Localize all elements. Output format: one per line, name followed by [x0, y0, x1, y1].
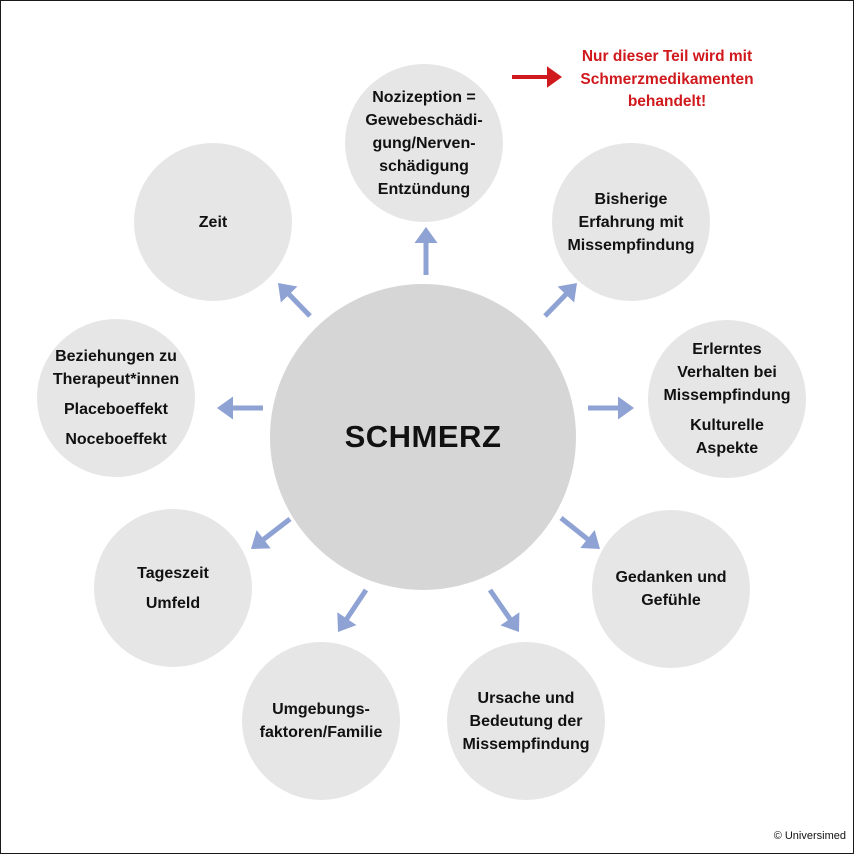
text-line: Placeboeffekt	[63, 401, 169, 418]
text-line: Beziehungen zu	[55, 348, 177, 365]
node-ursache: Ursache und Bedeutung der Missempfindung	[447, 642, 605, 800]
text-line: gung/Nerven-	[372, 134, 476, 152]
node-gedanken: Gedanken und Gefühle	[592, 510, 750, 668]
node-gedanken-text: Gedanken und Gefühle	[615, 566, 726, 612]
text-line: Umgebungs-	[272, 701, 370, 718]
node-nozizeption: Nozizeption = Gewebeschädi- gung/Nerven-…	[345, 64, 503, 222]
text-line: Tageszeit	[137, 564, 209, 582]
node-beziehungen-text: Beziehungen zu Therapeut*innen	[53, 345, 179, 391]
node-tageszeit: Tageszeit Umfeld	[94, 509, 252, 667]
text-line: Aspekte	[695, 440, 759, 457]
node-zeit-text: Zeit	[199, 211, 227, 234]
center-label: SCHMERZ	[344, 419, 502, 454]
text-line: Ursache und	[477, 689, 575, 707]
arrow-to-zeit	[278, 283, 312, 318]
arrow-to-verhalten	[588, 396, 634, 420]
node-tageszeit-text: Tageszeit	[137, 562, 209, 585]
arrow-to-erfahrung	[543, 283, 577, 318]
text-line: Entzündung	[377, 180, 471, 198]
node-verhalten-text: Erlerntes Verhalten bei Missempfindung	[663, 338, 790, 407]
node-ursache-text: Ursache und Bedeutung der Missempfindung	[462, 687, 589, 756]
node-beziehungen: Beziehungen zu Therapeut*innen Placeboef…	[37, 319, 195, 477]
text-line: Bedeutung der	[469, 712, 583, 730]
arrow-to-beziehungen	[217, 396, 263, 420]
text-line: Nozizeption =	[372, 88, 476, 106]
text-line: Erlerntes	[692, 341, 762, 358]
text-line: schädigung	[379, 157, 469, 175]
text-line: Therapeut*innen	[52, 371, 180, 388]
note-line: Nur dieser Teil wird mit	[581, 48, 753, 65]
note-arrow-icon	[512, 66, 562, 88]
node-zeit: Zeit	[134, 143, 292, 301]
note-line: Schmerzmedikamenten	[580, 70, 754, 88]
center-circle-schmerz: SCHMERZ	[270, 284, 576, 590]
text-line: Verhalten bei	[677, 364, 777, 381]
text-line: Bisherige	[594, 190, 668, 208]
text-line: Missempfindung	[567, 236, 695, 254]
medication-note: Nur dieser Teil wird mit Schmerzmedikame…	[573, 46, 761, 114]
node-erfahrung-text: Bisherige Erfahrung mit Missempfindung	[567, 188, 694, 257]
text-line: Noceboeffekt	[65, 431, 167, 448]
text-line: Gedanken und	[615, 569, 727, 586]
text-line: Gefühle	[641, 592, 701, 609]
text-line: Zeit	[198, 213, 228, 231]
text-line: Missempfindung	[462, 735, 590, 753]
text-line: Gewebeschädi-	[365, 111, 483, 129]
arrow-to-tageszeit	[251, 517, 292, 549]
node-beziehungen-text-3: Noceboeffekt	[65, 428, 166, 451]
text-line: Umfeld	[145, 594, 201, 612]
copyright-notice: © Universimed	[773, 830, 846, 842]
node-verhalten-text-2: Kulturelle Aspekte	[690, 414, 764, 460]
node-tageszeit-text-2: Umfeld	[146, 592, 200, 615]
node-umgebung-text: Umgebungs- faktoren/Familie	[260, 698, 383, 744]
node-verhalten: Erlerntes Verhalten bei Missempfindung K…	[648, 320, 806, 478]
note-line: behandelt!	[627, 93, 707, 110]
text-line: Missempfindung	[663, 387, 791, 404]
arrow-to-gedanken	[559, 516, 600, 549]
node-erfahrung: Bisherige Erfahrung mit Missempfindung	[552, 143, 710, 301]
arrow-to-umgebung	[337, 588, 369, 632]
text-line: Erfahrung mit	[578, 213, 684, 231]
arrow-to-ursache	[487, 588, 520, 632]
text-line: Kulturelle	[690, 417, 764, 434]
arrow-to-nozizeption	[414, 227, 438, 275]
node-beziehungen-text-2: Placeboeffekt	[64, 398, 168, 421]
node-nozizeption-text: Nozizeption = Gewebeschädi- gung/Nerven-…	[365, 86, 482, 201]
text-line: faktoren/Familie	[259, 724, 383, 741]
node-umgebung: Umgebungs- faktoren/Familie	[242, 642, 400, 800]
